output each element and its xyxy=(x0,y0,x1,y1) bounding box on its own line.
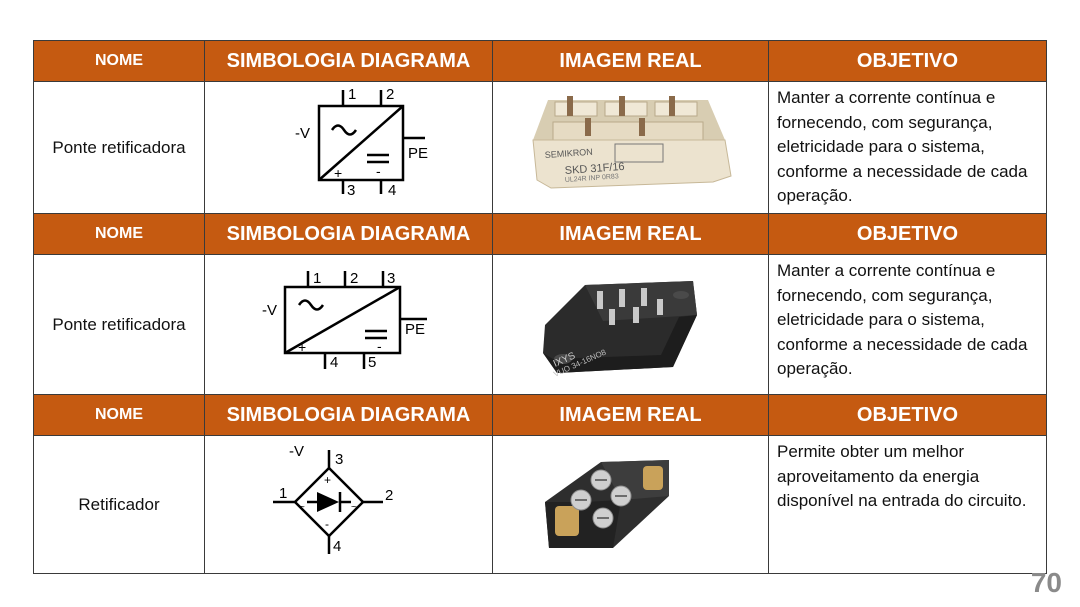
negative-voltage-label: -V xyxy=(295,125,310,142)
component-photo: SEMIKRON SKD 31F/16 UL24R INP 0R83 xyxy=(492,81,769,214)
pin-label: 3 xyxy=(335,451,343,468)
minus-sign: - xyxy=(376,163,381,179)
module-brand: SEMIKRON xyxy=(544,147,593,160)
protective-earth-label: PE xyxy=(405,321,425,338)
component-photo xyxy=(492,435,769,574)
header-objetivo: OBJETIVO xyxy=(768,40,1047,82)
header-objetivo: OBJETIVO xyxy=(768,213,1047,255)
module-marking: SKD 31F/16 xyxy=(564,161,625,177)
header-row: NOME SIMBOLOGIA DIAGRAMA IMAGEM REAL OBJ… xyxy=(33,40,1047,82)
header-row: NOME SIMBOLOGIA DIAGRAMA IMAGEM REAL OBJ… xyxy=(33,394,1047,436)
rectifier-symbol: -V 3 1 2 4 + - ~ ~ xyxy=(204,435,493,574)
component-objective: Manter a corrente contínua e fornecendo,… xyxy=(768,81,1047,214)
table-row: Retificador -V 3 1 2 4 + xyxy=(33,435,1047,574)
protective-earth-label: PE xyxy=(408,145,428,162)
header-row: NOME SIMBOLOGIA DIAGRAMA IMAGEM REAL OBJ… xyxy=(33,213,1047,255)
negative-voltage-label: -V xyxy=(262,302,277,319)
component-objective: Permite obter um melhor aproveitamento d… xyxy=(768,435,1047,574)
semikron-module-image: SEMIKRON SKD 31F/16 UL24R INP 0R83 xyxy=(532,96,732,189)
plus-sign: + xyxy=(324,473,331,487)
pin-label: 2 xyxy=(386,86,394,103)
pin-label: 1 xyxy=(313,270,321,287)
pin-label: 3 xyxy=(347,182,355,199)
rectifier-diagram: -V 3 1 2 4 + - ~ ~ xyxy=(273,443,393,555)
plus-sign: + xyxy=(334,165,342,181)
pin-label: 2 xyxy=(385,487,393,504)
header-simbologia: SIMBOLOGIA DIAGRAMA xyxy=(204,40,493,82)
bridge-rectifier-symbol: 1 2 3 4 5 -V PE + - xyxy=(204,254,493,395)
header-nome: NOME xyxy=(33,394,205,436)
ac-symbol: ~ xyxy=(299,502,305,513)
header-objetivo: OBJETIVO xyxy=(768,394,1047,436)
pin-label: 4 xyxy=(388,182,396,199)
pin-label: 1 xyxy=(348,86,356,103)
page-number: 70 xyxy=(1030,567,1062,598)
bridge-rectifier-diagram: 1 2 3 4 -V PE + - xyxy=(295,86,428,199)
header-simbologia: SIMBOLOGIA DIAGRAMA xyxy=(204,213,493,255)
module-code: UL24R INP 0R83 xyxy=(565,173,619,184)
header-imagem: IMAGEM REAL xyxy=(492,213,769,255)
header-nome: NOME xyxy=(33,213,205,255)
component-objective: Manter a corrente contínua e fornecendo,… xyxy=(768,254,1047,395)
pin-label: 1 xyxy=(279,485,287,502)
minus-sign: - xyxy=(325,517,329,531)
component-name: Ponte retificadora xyxy=(33,81,205,214)
header-simbologia: SIMBOLOGIA DIAGRAMA xyxy=(204,394,493,436)
components-table: NOME SIMBOLOGIA DIAGRAMA IMAGEM REAL OBJ… xyxy=(33,40,1047,574)
ac-symbol: ~ xyxy=(351,502,357,513)
bridge-rectifier-symbol: 1 2 3 4 -V PE + - xyxy=(204,81,493,214)
pin-label: 2 xyxy=(350,270,358,287)
header-imagem: IMAGEM REAL xyxy=(492,40,769,82)
table-row: Ponte retificadora 1 2 3 xyxy=(33,254,1047,395)
minus-sign: - xyxy=(377,338,382,354)
pin-label: 3 xyxy=(387,270,395,287)
ixys-module-image: IXYS VUO 34-16NO8 xyxy=(543,281,697,379)
pin-label: 4 xyxy=(333,538,341,555)
pin-label: 5 xyxy=(368,354,376,371)
component-name: Ponte retificadora xyxy=(33,254,205,395)
screw-terminal-bridge-image xyxy=(545,460,669,548)
header-imagem: IMAGEM REAL xyxy=(492,394,769,436)
negative-voltage-label: -V xyxy=(289,443,304,460)
component-photo: IXYS VUO 34-16NO8 xyxy=(492,254,769,395)
component-name: Retificador xyxy=(33,435,205,574)
pin-label: 4 xyxy=(330,354,338,371)
table-row: Ponte retificadora 1 2 3 4 xyxy=(33,81,1047,214)
header-nome: NOME xyxy=(33,40,205,82)
plus-sign: + xyxy=(298,339,306,355)
three-phase-bridge-diagram: 1 2 3 4 5 -V PE + - xyxy=(262,270,427,371)
